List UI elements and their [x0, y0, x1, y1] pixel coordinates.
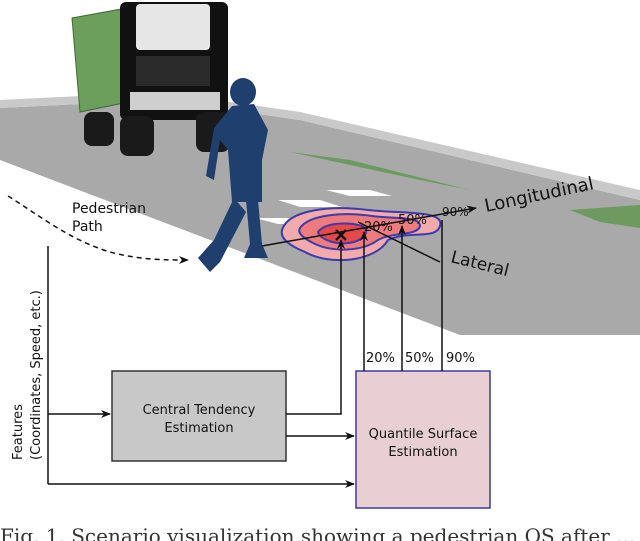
features-label-1: Features: [11, 404, 26, 460]
quantile-box-label-2: Estimation: [388, 445, 457, 460]
contour-label-50: 50%: [398, 213, 427, 228]
median-island-left: [290, 152, 470, 190]
contour-label-20: 20%: [364, 220, 393, 235]
pedestrian-silhouette: [198, 78, 268, 272]
connectors: [48, 220, 443, 488]
median-island-right: [570, 205, 640, 228]
central-tendency-box: Central Tendency Estimation: [111, 370, 287, 462]
truck-illustration: [71, 2, 230, 156]
quantile-label-90: 90%: [446, 351, 475, 366]
central-box-label-2: Estimation: [164, 421, 233, 436]
quantile-label-50: 50%: [405, 351, 434, 366]
pedestrian-path-line: [7, 195, 189, 264]
crosswalk: [255, 190, 392, 224]
quantile-label-20: 20%: [366, 351, 395, 366]
quantile-box-label-1: Quantile Surface: [369, 427, 478, 442]
diagram-canvas: Pedestrian Path Longitudinal Lateral 20%…: [0, 2, 640, 509]
pedestrian-path-label-1: Pedestrian: [72, 201, 146, 217]
pedestrian-path-label-2: Path: [72, 219, 103, 235]
central-box-label-1: Central Tendency: [143, 403, 256, 418]
contour-label-90: 90%: [442, 205, 469, 219]
figure-caption: Fig. 1. Scenario visualization showing a…: [0, 524, 636, 541]
lateral-axis: [357, 221, 441, 263]
features-label-2: (Coordinates, Speed, etc.): [29, 290, 44, 460]
quantile-surface-box: Quantile Surface Estimation: [355, 370, 491, 509]
